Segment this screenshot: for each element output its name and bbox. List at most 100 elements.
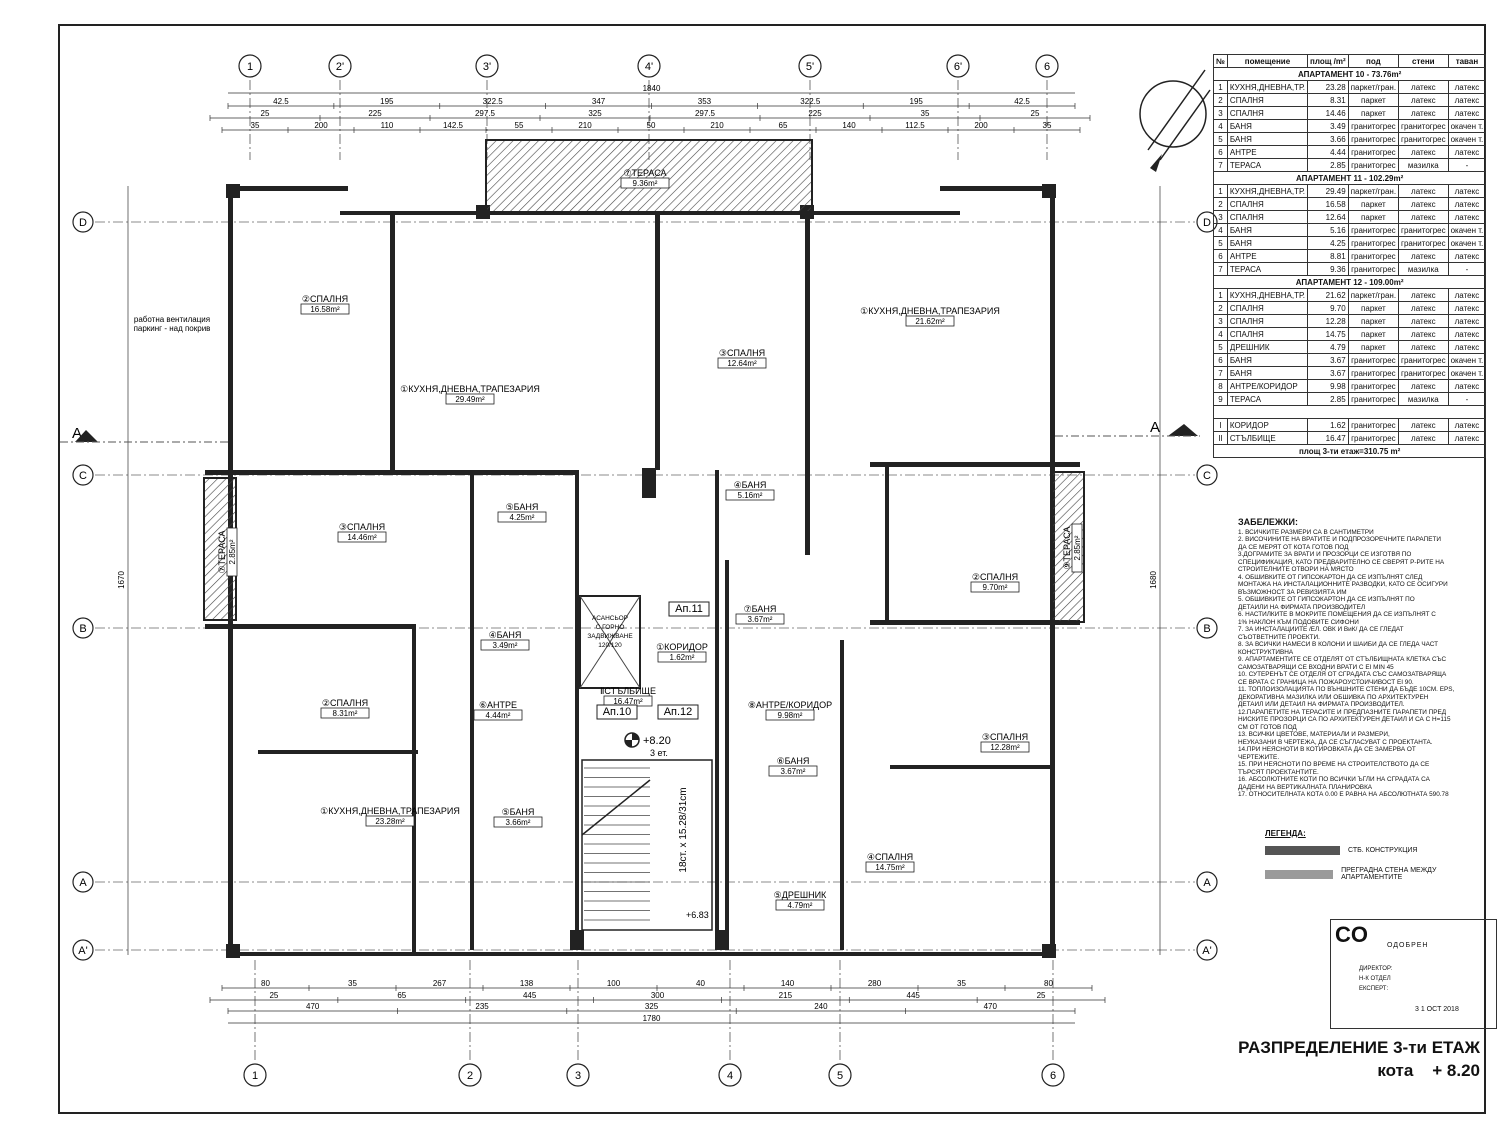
room-area: 21.62m² — [915, 317, 945, 326]
room-schedule-cell: 2 — [1213, 301, 1228, 315]
room-area: 2.85m² — [1073, 535, 1082, 560]
wall-v-3 — [805, 215, 810, 555]
room-schedule-cell: 8.81 — [1307, 249, 1349, 263]
note-line: СМ ОТ ГОТОВ ПОД — [1238, 723, 1297, 731]
room-name: ⑦ТЕРАСА — [217, 530, 227, 573]
dim-bottom-row2-value: 25 — [269, 991, 278, 1000]
grid-bubble — [1035, 54, 1059, 78]
room-name: ⑦ТЕРАСА — [623, 168, 666, 178]
room-schedule-cell: паркет — [1347, 106, 1400, 120]
note-line: 10. СУТЕРЕНЪТ СЕ ОТДЕЛЯ ОТ СГРАДАТА СЪС … — [1238, 671, 1447, 678]
grid-bubble — [328, 54, 352, 78]
dim-bottom-row1-value: 35 — [348, 979, 357, 988]
room-schedule-cell: гранитогрес — [1347, 431, 1400, 445]
room-schedule-cell: БАНЯ — [1226, 353, 1309, 367]
stair-arrow — [581, 779, 651, 836]
note-line: 11. ТОПЛОИЗОЛАЦИЯТА ПО ВЪНШНИТЕ СТЕНИ ДА… — [1238, 686, 1455, 693]
grid-bubble — [72, 617, 94, 639]
room-schedule-cell: гранитогрес — [1398, 132, 1449, 146]
level-label: кота — [1377, 1061, 1414, 1080]
room-area: 29.49m² — [455, 395, 485, 404]
dim-top-row2-value: 297.5 — [475, 109, 496, 118]
room-schedule-cell: гранитогрес — [1347, 392, 1400, 406]
column — [642, 468, 656, 498]
legend-swatch — [1265, 869, 1334, 879]
room-schedule-group-row: АПАРТАМЕНТ 11 - 102.29m² — [1212, 171, 1487, 185]
note-line: 9. АПАРТАМЕНТИТЕ СЕ ОТДЕЛЯТ ОТ СТЪЛБИЩНА… — [1238, 656, 1447, 663]
wall-v-4 — [470, 470, 474, 950]
room-schedule-spacer-cell — [1212, 405, 1487, 419]
dim-top-row3-value: 35 — [1043, 121, 1052, 130]
room-schedule-cell: латекс — [1398, 210, 1449, 224]
room-schedule-cell: латекс — [1447, 249, 1487, 263]
outer-wall-bottom — [228, 952, 1055, 956]
note-line: 17. ОТНОСИТЕЛНАТА КОТА 0.00 Е РАВНА НА А… — [1238, 791, 1449, 798]
grid-bubble — [1196, 871, 1218, 893]
note-line: МОНТАЖА НА ИНСТАЛАЦИОННИТЕ РАЗВОДКИ, КАТ… — [1238, 581, 1448, 588]
notes-title: ЗАБЕЛЕЖКИ: — [1238, 517, 1299, 527]
room-area: 3.67m² — [748, 615, 773, 624]
room-schedule-total-row: площ 3-ти етаж=310.75 m² — [1212, 444, 1487, 458]
wall-v-1 — [390, 215, 395, 470]
room-schedule-cell: гранитогрес — [1398, 353, 1449, 367]
room-schedule-cell: латекс — [1398, 80, 1449, 94]
room-schedule-cell: 2 — [1213, 197, 1228, 211]
dim-top-row3-value: 35 — [251, 121, 260, 130]
room-schedule-cell: 3.67 — [1307, 353, 1349, 367]
room-schedule-cell: 8 — [1213, 379, 1228, 393]
dim-bottom-row1-value: 138 — [520, 979, 534, 988]
grid-bubble — [243, 1063, 267, 1087]
wall-mid-right — [890, 765, 1050, 769]
room-schedule-cell: ТЕРАСА — [1226, 392, 1309, 406]
grid-bubble — [1196, 464, 1218, 486]
note-line: ДЕТАЙЛ ИЛИ ДЕТАЙЛ НА ФИРМАТА ПРОИЗВОДИТЕ… — [1238, 701, 1405, 708]
dim-top-row3-value: 210 — [578, 121, 592, 130]
room-name: ①КУХНЯ,ДНЕВНА,ТРАПЕЗАРИЯ — [320, 806, 460, 816]
room-schedule-cell: 2.85 — [1307, 392, 1349, 406]
room-name: ①КОРИДОР — [656, 642, 708, 652]
room-area-box — [725, 489, 775, 501]
grid-bubble — [946, 54, 970, 78]
room-schedule-cell: гранитогрес — [1347, 262, 1400, 276]
room-schedule-cell: СПАЛНЯ — [1226, 327, 1309, 341]
legend-item: ПРЕГРАДНА СТЕНА МЕЖДУ АПАРТАМЕНТИТЕ — [1265, 862, 1485, 886]
wall-row-c-left — [205, 470, 575, 475]
apartment-label: Ап.10 — [603, 706, 632, 718]
room-schedule-header-cell: стени — [1398, 54, 1449, 68]
room-schedule-cell: 29.49 — [1307, 184, 1349, 198]
room-area-box — [473, 709, 523, 721]
room-name: ②СПАЛНЯ — [972, 572, 1018, 582]
room-schedule-cell: окачен т. — [1447, 132, 1487, 146]
room-schedule-cell: латекс — [1398, 106, 1449, 120]
stamp-date: 3 1 OCT 2018 — [1415, 1006, 1459, 1013]
room-area: 5.16m² — [738, 491, 763, 500]
wall-mid-left — [258, 750, 418, 754]
room-area: 1.62m² — [670, 653, 695, 662]
column — [226, 184, 240, 198]
level-mark-fill — [625, 733, 639, 747]
room-area: 4.25m² — [510, 513, 535, 522]
wall-v-2 — [655, 215, 660, 470]
column — [1042, 944, 1056, 958]
dim-top-row1-value: 195 — [380, 97, 394, 106]
room-schedule-cell: паркет — [1347, 197, 1400, 211]
dim-top-row3-value: 50 — [647, 121, 656, 130]
room-schedule-cell: СПАЛНЯ — [1226, 210, 1309, 224]
dim-top-row2-value: 297.5 — [695, 109, 716, 118]
room-area: 3.67m² — [781, 767, 806, 776]
room-name: ②СПАЛНЯ — [302, 294, 348, 304]
note-line: 7. ЗА ИНСТАЛАЦИИТЕ /ЕЛ. ОВК И ВиК/ ДА СЕ… — [1238, 626, 1404, 633]
